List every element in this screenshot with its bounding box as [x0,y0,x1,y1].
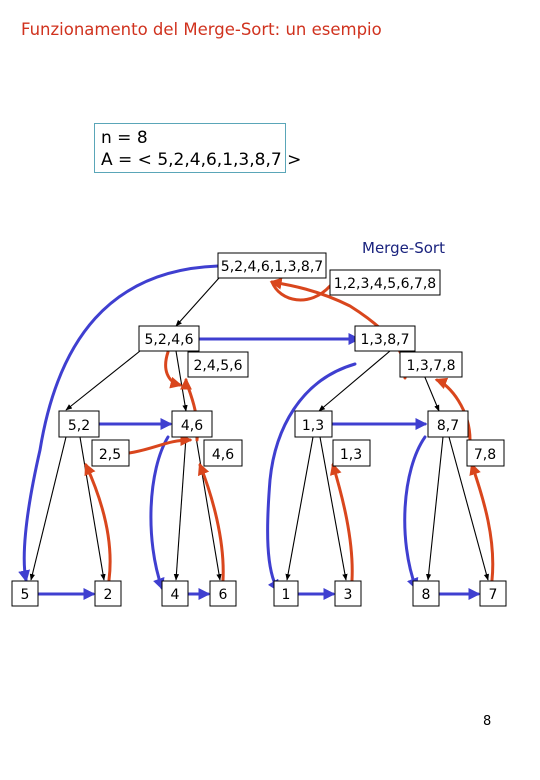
leaf-node: 3 [334,580,362,607]
node-quarter-4-sorted: 7,8 [466,439,505,467]
node-label: 5,2 [68,418,90,434]
node-quarter-2: 4,6 [171,410,213,438]
merge-arrow [469,462,495,582]
node-label: 8,7 [437,418,459,434]
call-arrow [266,362,357,593]
array-size-text: n = 8 [101,128,148,148]
split-line [319,436,348,581]
node-quarter-3: 1,3 [294,410,333,438]
node-label: 2,4,5,6 [194,358,243,374]
node-label: 4,6 [181,418,203,434]
node-label: 4,6 [212,447,234,463]
node-label: 1 [282,587,291,603]
split-line [425,436,444,581]
call-arrows [18,264,481,600]
node-label: 7 [489,587,498,603]
node-right-half: 1,3,8,7 [354,325,416,352]
merge-arrow [330,462,354,582]
node-label: 3 [344,587,353,603]
split-line [29,436,67,581]
input-info-box: n = 8 A = < 5,2,4,6,1,3,8,7 > [94,123,302,173]
leaf-node: 5 [11,580,39,607]
node-quarter-1-sorted: 2,5 [91,439,130,467]
node-quarter-4: 8,7 [427,410,469,438]
split-line [448,436,489,581]
split-line [195,436,222,581]
merge-arrow [270,280,332,302]
node-quarter-2-sorted: 4,6 [203,439,243,467]
node-label: 5,2,4,6 [145,332,194,348]
split-line [175,350,188,412]
call-arrow [18,264,220,583]
node-label: 2 [104,587,113,603]
input-array-text: A = < 5,2,4,6,1,3,8,7 > [101,150,302,170]
node-root-sorted: 1,2,3,4,5,6,7,8 [329,269,441,296]
node-left-half-sorted: 2,4,5,6 [187,351,249,378]
split-lines [29,277,489,581]
node-label: 5 [21,587,30,603]
merge-arrow [197,462,225,582]
node-label: 5,2,4,6,1,3,8,7 [221,259,323,275]
merge-arrow [84,462,112,582]
leaf-node: 2 [94,580,122,607]
split-line [173,436,187,581]
node-label: 1,2,3,4,5,6,7,8 [334,276,436,292]
node-quarter-3-sorted: 1,3 [332,439,371,467]
leaf-node: 4 [161,580,189,607]
leaf-node: 6 [209,580,237,607]
merge-arrow [434,377,472,442]
leaf-node: 1 [273,580,299,607]
node-label: 4 [171,587,180,603]
split-line [65,350,141,411]
split-line [79,436,106,581]
node-label: 1,3,8,7 [361,332,410,348]
node-label: 8 [422,587,431,603]
call-arrow [403,435,427,591]
merge-sort-label: Merge-Sort [362,239,445,257]
node-label: 1,3 [302,418,324,434]
node-label: 1,3 [340,447,362,463]
call-arrow [149,435,170,591]
node-label: 7,8 [474,447,496,463]
node-label: 2,5 [99,447,121,463]
merge-arrow [164,350,183,389]
slide-title: Funzionamento del Merge-Sort: un esempio [21,20,382,39]
node-left-half: 5,2,4,6 [138,325,200,352]
split-line [285,436,314,581]
split-line [175,277,220,327]
page-number: 8 [483,714,492,729]
node-quarter-1: 5,2 [58,410,100,438]
leaf-node: 8 [412,580,440,607]
node-right-half-sorted: 1,3,7,8 [399,351,463,378]
leaf-node: 7 [479,580,507,607]
node-label: 1,3,7,8 [407,358,456,374]
node-label: 6 [219,587,228,603]
split-line [318,350,391,412]
node-root: 5,2,4,6,1,3,8,7 [217,252,327,279]
